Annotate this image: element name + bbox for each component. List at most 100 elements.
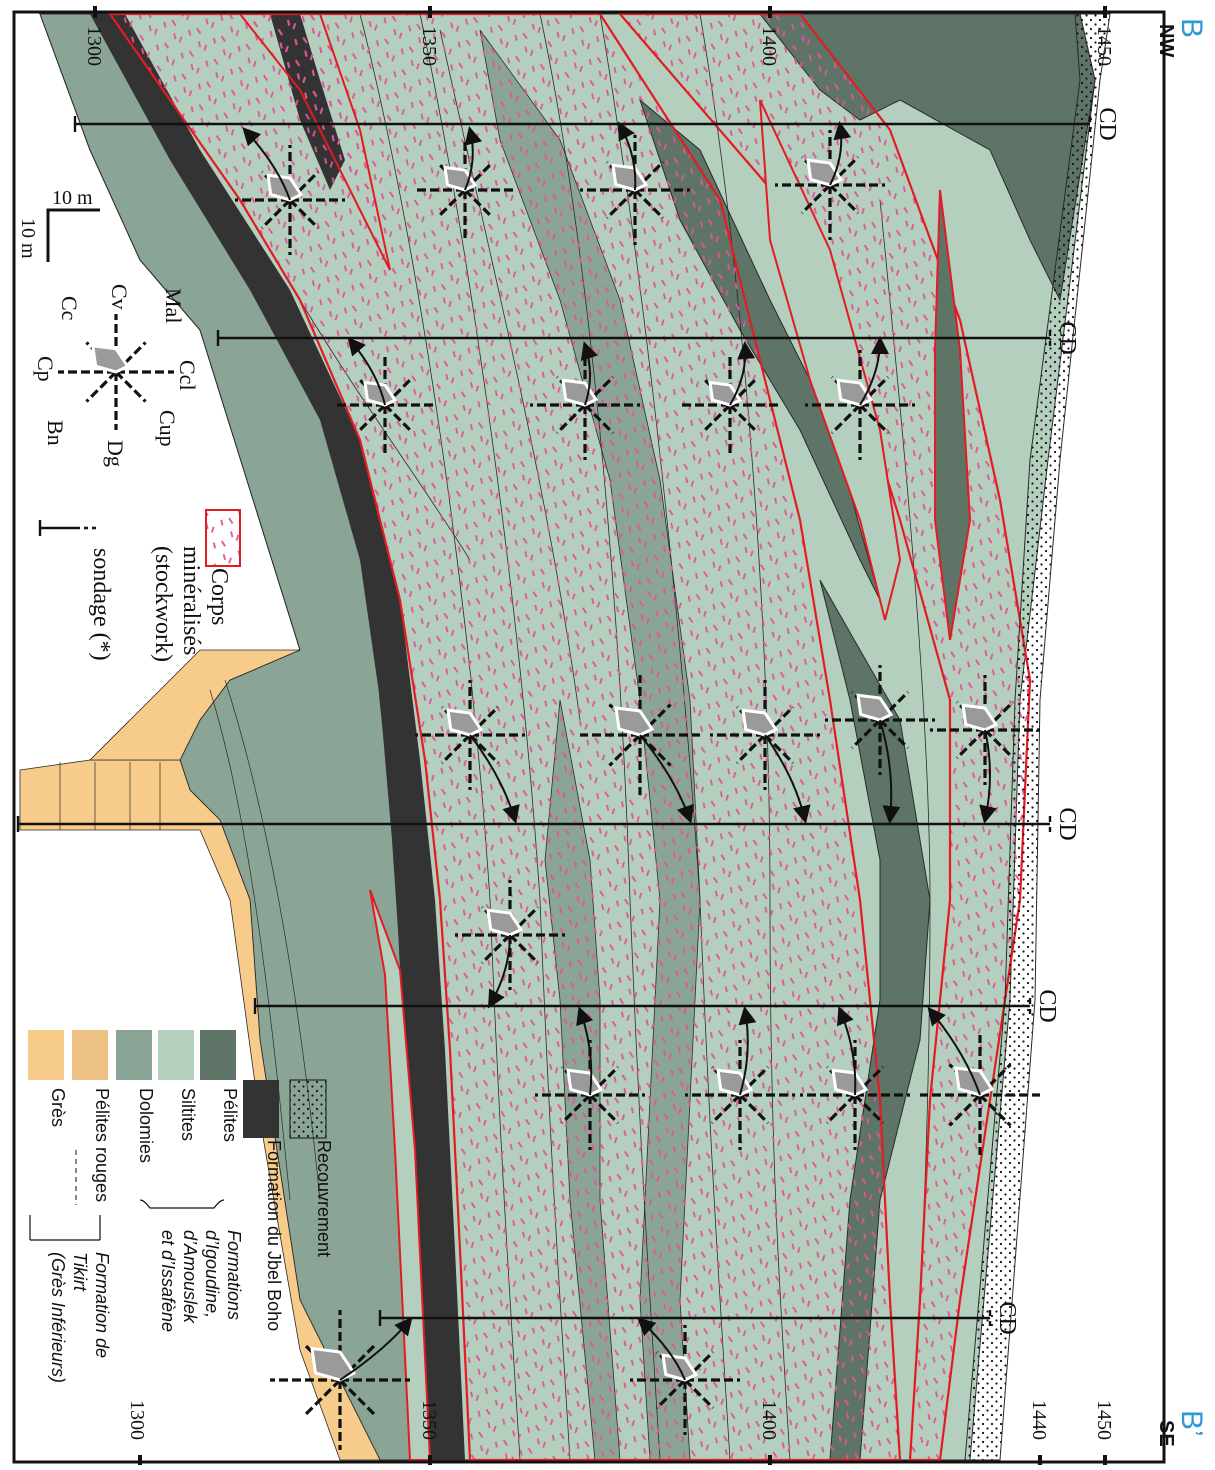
ore-legend-line3: (stockwork) — [150, 546, 176, 662]
swatch-recouvrement — [289, 1079, 327, 1139]
jbel-boho-band — [90, 14, 465, 1460]
elev-label: 1440 — [1028, 1400, 1050, 1440]
vein-arrow — [837, 1006, 857, 1096]
elev-label: 1350 — [418, 26, 440, 66]
compass-rose — [58, 314, 174, 430]
vein-arrow — [580, 341, 598, 406]
elev-label: 1400 — [758, 26, 780, 66]
legend-group1-line2: d’Igoudine, — [202, 1230, 222, 1318]
ore-legend-line1: Corps — [206, 568, 232, 625]
compass-label-bn: Bn — [43, 420, 68, 446]
vein-arrow — [464, 126, 483, 191]
drill-label: CD — [1054, 321, 1080, 354]
vein-rose — [580, 675, 700, 795]
elev-label: 1300 — [126, 1400, 148, 1440]
vein-rose — [270, 1310, 410, 1450]
legend-pelites-rouges: Pélites rouges — [92, 1088, 112, 1202]
vein-rose-group — [235, 121, 1040, 1450]
vein-arrow — [469, 734, 520, 824]
vein-rose — [930, 675, 1040, 785]
drill-label: CD — [1054, 807, 1080, 840]
vein-rose — [630, 1325, 740, 1435]
recouvrement-band — [964, 13, 1111, 1461]
legend-group1-line3: d’Amouslek — [180, 1230, 200, 1324]
vein-arrow — [979, 729, 997, 824]
swatch-dolomies — [116, 1030, 152, 1080]
swatch-siltites — [158, 1030, 194, 1080]
vein-rose — [580, 135, 690, 245]
ore-swatch — [205, 509, 241, 567]
legend-gres: Grès — [48, 1088, 68, 1127]
legend-pelites: Pélites — [220, 1088, 240, 1142]
drill-label: CD — [1094, 107, 1120, 140]
vein-rose — [680, 355, 780, 455]
elev-label: 1400 — [758, 1400, 780, 1440]
vein-arrow — [488, 934, 511, 1009]
drill-legend-label: sondage (*) — [88, 548, 114, 661]
legend-group2-line1: Formation de — [92, 1252, 112, 1358]
swatch-jbel-boho — [243, 1080, 279, 1138]
vein-arrow — [927, 1006, 981, 1096]
legend-drill: sondage (*) — [38, 520, 114, 661]
section-end-letter: B’ — [1175, 1410, 1208, 1437]
legend-group2-line2: Tikirt — [70, 1252, 90, 1292]
vein-rose — [685, 1040, 795, 1150]
elevation-ticks — [93, 6, 1107, 1465]
compass-label-dg: Dg — [103, 440, 128, 467]
compass-label-cp: Cp — [33, 356, 58, 382]
vein-arrow — [339, 1316, 413, 1381]
ore-legend-line2: minéralisés — [178, 546, 204, 655]
legend-main: Recouvrement Formation du Jbel Boho Péli… — [28, 1030, 334, 1383]
ore-bodies — [107, 12, 1032, 1462]
vein-arrow — [859, 336, 889, 406]
vein-arrow — [242, 127, 291, 201]
elev-label: 1450 — [1093, 1400, 1115, 1440]
elev-label: 1450 — [1093, 26, 1115, 66]
vein-arrow — [576, 1006, 594, 1096]
drill-hole-dashes — [988, 116, 1092, 1326]
compass-label-ccl: Ccl — [175, 360, 200, 391]
elev-label: 1300 — [83, 26, 105, 66]
legend-siltites: Siltites — [178, 1088, 198, 1141]
vein-rose — [455, 880, 565, 990]
vein-arrow — [879, 719, 901, 824]
compass-label-cv: Cv — [107, 284, 132, 310]
legend-jbel-boho: Formation du Jbel Boho — [264, 1140, 284, 1331]
ore-body-upper — [617, 12, 1032, 1462]
compass-labels: Mal Ccl Cup Dg Bn Cc Cv Cp — [33, 284, 200, 467]
legend-dolomies: Dolomies — [136, 1088, 156, 1163]
vein-arrow — [618, 121, 637, 191]
vein-rose — [235, 145, 345, 255]
legend-group1-line4: et d’Issafène — [158, 1230, 178, 1332]
compass-rose-star — [58, 314, 174, 430]
section-start-letter: B — [1175, 18, 1208, 38]
drill-label: CD — [1034, 989, 1060, 1022]
vein-arrow — [829, 121, 852, 186]
vein-rose — [710, 680, 820, 790]
legend-recouvrement: Recouvrement — [314, 1140, 334, 1257]
ore-lens-2 — [934, 189, 972, 641]
scale-vertical-label: 10 m — [17, 218, 39, 259]
brace-group1 — [139, 1199, 225, 1209]
swatch-pelites-rouges — [72, 1030, 108, 1080]
vein-rose — [825, 665, 935, 775]
ore-body-main — [107, 12, 902, 1462]
vein-rose — [335, 355, 435, 455]
ore-upper-sliver — [237, 13, 391, 271]
swatch-pelites — [200, 1030, 236, 1080]
elevation-labels-top: 1300 1350 1400 1450 — [83, 26, 1115, 66]
gres-body — [19, 759, 381, 1461]
elevation-labels-bottom: 1300 1350 1400 1440 1450 — [126, 1400, 1115, 1440]
vein-arrow — [764, 734, 811, 824]
vein-arrow — [738, 1006, 757, 1096]
legend-ore: Corps minéralisés (stockwork) — [150, 509, 241, 662]
drill-hole-labels: CD CD CD CD CD — [994, 107, 1120, 1334]
swatch-gres — [28, 1030, 64, 1080]
vein-arrow — [639, 734, 694, 824]
vein-rose — [535, 1040, 645, 1150]
scale-horizontal-label: 10 m — [52, 187, 93, 209]
compass-label-mal: Mal — [161, 288, 186, 323]
vein-rose — [415, 680, 525, 790]
